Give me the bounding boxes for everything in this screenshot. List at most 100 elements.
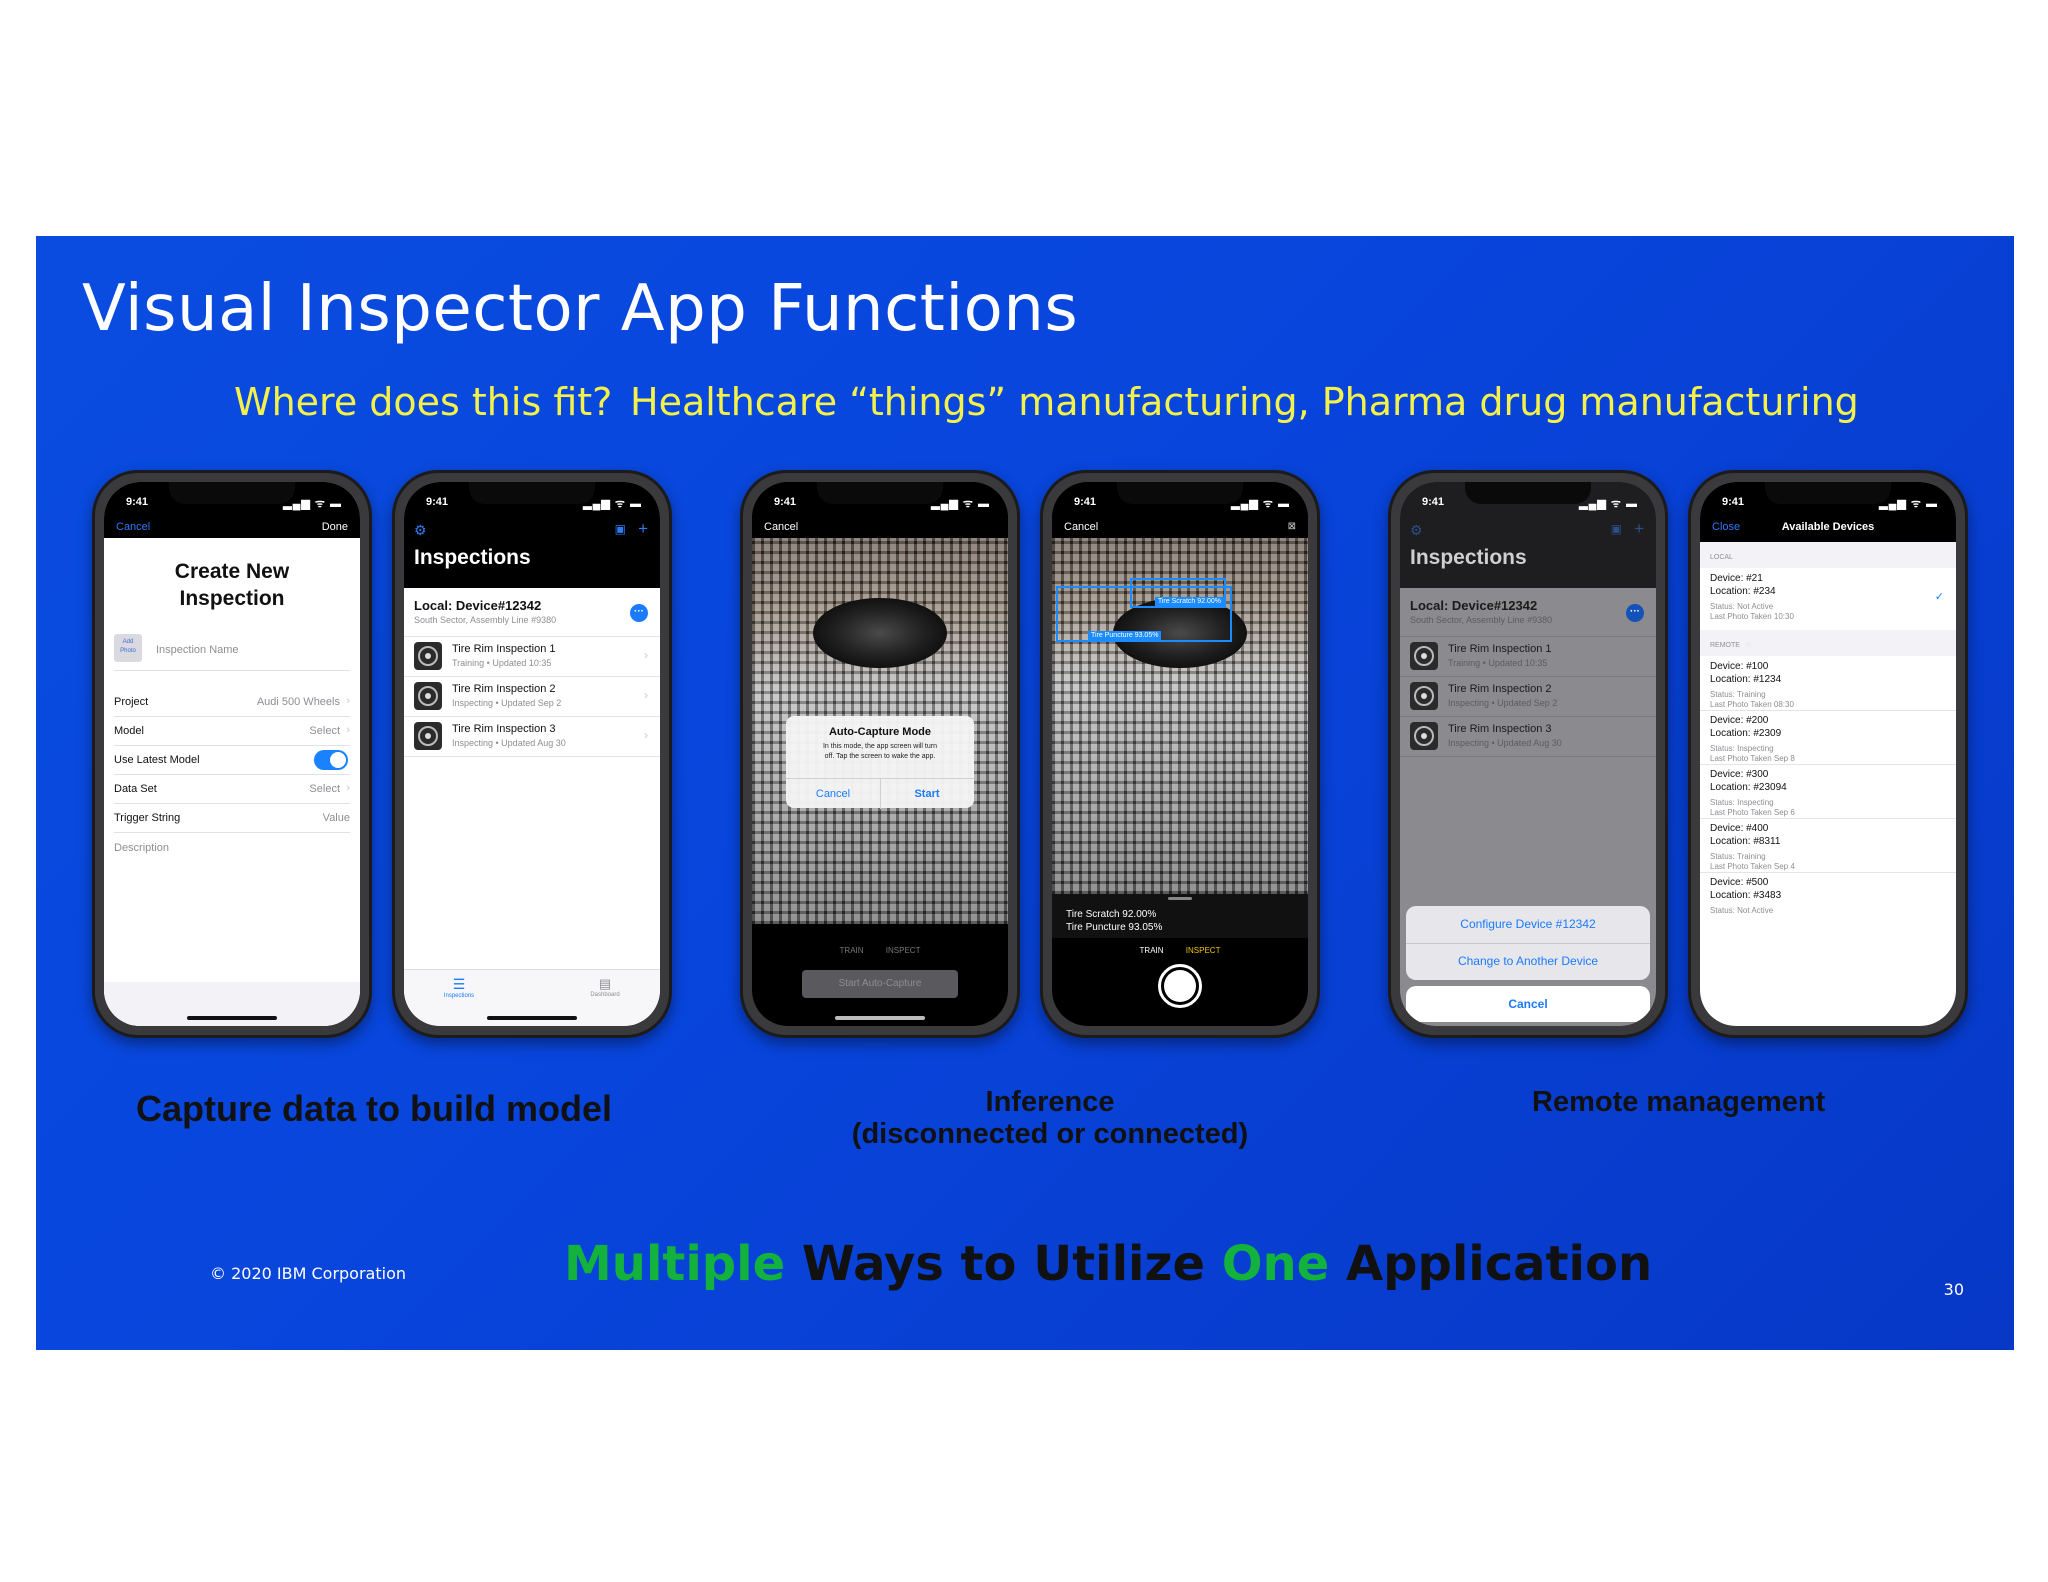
auto-capture-dialog: Auto-Capture Mode In this mode, the app …: [786, 716, 974, 809]
tab-inspections[interactable]: ☰ Inspections: [434, 976, 484, 999]
inspection-name-input[interactable]: Inspection Name: [156, 644, 239, 656]
inspection-list-item[interactable]: Tire Rim Inspection 3 Inspecting • Updat…: [404, 716, 660, 757]
form-row-model[interactable]: Model Select ›: [114, 717, 350, 746]
mode-train-tab[interactable]: TRAIN: [839, 946, 864, 955]
device-number: Device: #21: [1710, 573, 1763, 584]
results-panel: Tire Scratch 92.00% Tire Puncture 93.05%: [1052, 894, 1308, 938]
device-location: Location: #23094: [1710, 782, 1787, 793]
tire-rim-thumbnail-icon: [1410, 722, 1438, 750]
inspection-list-item[interactable]: Tire Rim Inspection 2 Inspecting • Updat…: [404, 676, 660, 717]
mode-train-tab[interactable]: TRAIN: [1139, 946, 1164, 955]
change-device-button[interactable]: Change to Another Device: [1457, 954, 1599, 968]
cancel-button[interactable]: Cancel: [116, 521, 151, 533]
add-photo-label: Add Photo: [120, 639, 136, 654]
form-row-project[interactable]: Project Audi 500 Wheels ›: [114, 688, 350, 717]
phone-notch: [1765, 482, 1891, 504]
done-button[interactable]: Done: [321, 521, 348, 533]
row-value: Select: [309, 725, 340, 737]
form-row-data-set[interactable]: Data Set Select ›: [114, 775, 350, 804]
configure-device-button[interactable]: Configure Device #12342: [1406, 906, 1650, 944]
tab-dashboard[interactable]: ▤ Dashboard: [580, 976, 630, 998]
device-status-text: Status: Inspecting: [1710, 744, 1774, 753]
status-icons: ▂▄▆ ᯤ ▬: [1231, 498, 1290, 510]
inspection-list-item[interactable]: Tire Rim Inspection 1 Training • Updated…: [404, 636, 660, 677]
device-number: Device: #300: [1710, 769, 1769, 780]
drag-handle[interactable]: [1168, 897, 1192, 900]
shutter-button[interactable]: [1158, 964, 1202, 1008]
nav-bar: Cancel ⊠: [1052, 516, 1308, 538]
add-icon[interactable]: +: [638, 519, 648, 538]
form-heading: Create New Inspection: [104, 558, 360, 612]
phone-device-actions: 9:41 ▂▄▆ ᯤ ▬ ⚙ ▣ + Inspections Local: De…: [1388, 470, 1668, 1038]
device-row[interactable]: Device: #200 Location: #2309 Status: Ins…: [1700, 710, 1956, 765]
sheet-cancel-button[interactable]: Cancel: [1406, 986, 1650, 1022]
phone-screen: 9:41 ▂▄▆ ᯤ ▬ Cancel Auto-Capture Mode In…: [752, 482, 1008, 1026]
device-id: Device: #200 Location: #2309: [1710, 714, 1781, 740]
device-status: Status: Inspecting Last Photo Taken Sep …: [1710, 798, 1795, 818]
device-number: Device: #400: [1710, 823, 1769, 834]
dialog-cancel-button[interactable]: Cancel: [786, 779, 881, 809]
row-value: Select: [309, 783, 340, 795]
camera-off-icon[interactable]: ⊠: [1287, 521, 1296, 532]
inspection-title: Tire Rim Inspection 2: [452, 683, 556, 695]
status-icons: ▂▄▆ ᯤ ▬: [931, 498, 990, 510]
phone-notch: [1117, 482, 1243, 504]
row-label: Use Latest Model: [114, 754, 200, 766]
phone-inspections: 9:41 ▂▄▆ ᯤ ▬ ⚙ ▣ + Inspections Local: De…: [392, 470, 672, 1038]
device-status-text: Status: Not Active: [1710, 602, 1774, 611]
checkmark-icon: ✓: [1934, 591, 1944, 603]
detection-box-puncture: Tire Puncture 93.05%: [1056, 586, 1232, 642]
caption-inference-line2: (disconnected or connected): [851, 1118, 1249, 1150]
device-row[interactable]: Device: #21 Location: #234 Status: Not A…: [1700, 568, 1956, 631]
device-status-text: Status: Not Active: [1710, 906, 1774, 915]
status-time: 9:41: [126, 496, 149, 508]
status-icons: ▂▄▆ ᯤ ▬: [1879, 498, 1938, 510]
use-latest-model-toggle[interactable]: [314, 750, 348, 770]
status-time: 9:41: [1422, 496, 1445, 508]
start-auto-capture-button[interactable]: Start Auto-Capture: [802, 970, 958, 998]
dialog-start-button[interactable]: Start: [914, 788, 940, 800]
phone-notch: [817, 482, 943, 504]
device-row[interactable]: Device: #100 Location: #1234 Status: Tra…: [1700, 656, 1956, 711]
phone-notch: [469, 482, 595, 504]
tab-label: Dashboard: [590, 992, 620, 998]
cancel-button[interactable]: Cancel: [764, 521, 799, 533]
form-row-trigger-string[interactable]: Trigger String Value: [114, 804, 350, 833]
gear-icon[interactable]: ⚙: [414, 522, 427, 538]
close-button[interactable]: Close: [1712, 521, 1741, 533]
status-time: 9:41: [1074, 496, 1097, 508]
device-status-text: Status: Training: [1710, 690, 1766, 699]
device-row[interactable]: Device: #400 Location: #8311 Status: Tra…: [1700, 818, 1956, 873]
shutter-inner: [1164, 970, 1196, 1002]
device-location: Location: #3483: [1710, 890, 1782, 901]
home-indicator: [487, 1016, 577, 1020]
phone-notch: [169, 482, 295, 504]
device-number: Device: #500: [1710, 877, 1769, 888]
caption-inference-line1: Inference: [985, 1086, 1115, 1118]
status-icons: ▂▄▆ ᯤ ▬: [1579, 498, 1638, 510]
description-input[interactable]: Description: [114, 842, 170, 854]
mode-inspect-tab[interactable]: INSPECT: [1185, 946, 1221, 955]
inspection-list-item: Tire Rim Inspection 2 Inspecting • Updat…: [1400, 676, 1656, 717]
result-puncture: Tire Puncture 93.05%: [1066, 922, 1163, 933]
camera-icon[interactable]: ▣: [614, 522, 626, 536]
gear-icon: ⚙: [1410, 522, 1423, 538]
inspection-status: Training • Updated 10:35: [452, 658, 552, 668]
nav-bar: Cancel Done: [104, 516, 360, 538]
section-header-local: LOCAL: [1700, 542, 1956, 568]
add-photo-button[interactable]: Add Photo: [114, 634, 142, 662]
cancel-button[interactable]: Cancel: [1064, 521, 1099, 533]
device-status-text: Status: Training: [1710, 852, 1766, 861]
result-scratch: Tire Scratch 92.00%: [1066, 909, 1157, 920]
tire-rim-thumbnail-icon: [1410, 682, 1438, 710]
tagline-ways: Ways to Utilize: [785, 1236, 1222, 1292]
more-options-button[interactable]: ···: [630, 604, 648, 622]
chevron-right-icon: ›: [644, 728, 648, 742]
dialog-actions: Cancel Start: [786, 778, 974, 809]
tagline: Multiple Ways to Utilize One Application: [564, 1236, 1652, 1292]
device-row[interactable]: Device: #500 Location: #3483 Status: Not…: [1700, 872, 1956, 932]
mode-inspect-tab[interactable]: INSPECT: [885, 946, 921, 955]
device-row[interactable]: Device: #300 Location: #23094 Status: In…: [1700, 764, 1956, 819]
phone-screen: 9:41 ▂▄▆ ᯤ ▬ ⚙ ▣ + Inspections Local: De…: [404, 482, 660, 1026]
status-icons: ▂▄▆ ᯤ ▬: [283, 498, 342, 510]
